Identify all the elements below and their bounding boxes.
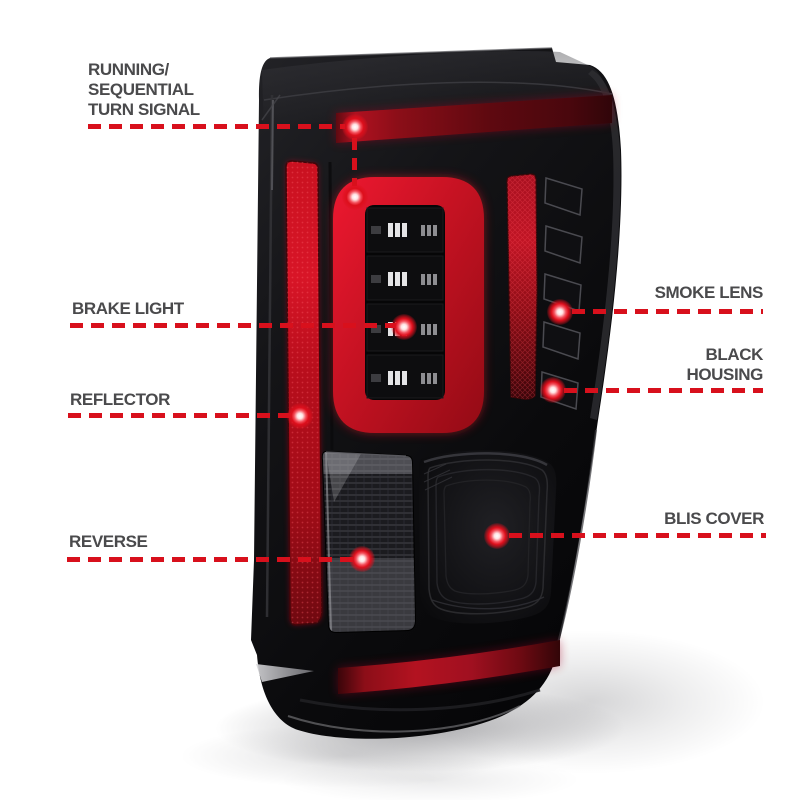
- inner-right-reflector: [506, 173, 538, 400]
- callout-dot-reflector: [287, 403, 313, 429]
- callout-dot-black-housing: [540, 377, 566, 403]
- side-reflector: [285, 160, 323, 626]
- callout-dot-brake-light: [391, 314, 417, 340]
- callout-label-line: RUNNING/: [88, 60, 169, 79]
- callout-label-reverse: REVERSE: [69, 532, 148, 551]
- callout-dot-smoke-lens: [547, 299, 573, 325]
- callout-label-brake-light: BRAKE LIGHT: [72, 299, 184, 318]
- callout-label-reflector: REFLECTOR: [70, 390, 170, 409]
- callout-leader-line: [572, 309, 763, 314]
- callout-label-line: SEQUENTIAL: [88, 80, 194, 99]
- callout-leader-line: [509, 533, 766, 538]
- bottom-light-bar: [338, 640, 560, 694]
- callout-dot-running-bar: [342, 114, 368, 140]
- callout-leader-line: [70, 323, 396, 328]
- led-panel: [365, 205, 445, 400]
- callout-dot-sequential-ring: [342, 184, 368, 210]
- callout-leader-line: [68, 413, 291, 418]
- callout-label-line: HOUSING: [686, 365, 763, 384]
- callout-label-line: TURN SIGNAL: [88, 100, 200, 119]
- callout-leader-line: [88, 124, 345, 129]
- callout-label-smoke-lens: SMOKE LENS: [654, 283, 764, 302]
- running-light-bar: [336, 95, 612, 143]
- callout-leader-line-vertical: [352, 138, 357, 186]
- callout-label-running-turn-signal: RUNNING/ SEQUENTIAL TURN SIGNAL: [88, 60, 200, 120]
- callout-leader-line: [67, 557, 353, 562]
- reverse-lens: [321, 450, 417, 634]
- callout-dot-blis-cover: [484, 523, 510, 549]
- callout-leader-line: [564, 388, 763, 393]
- bottom-trim: [256, 664, 541, 733]
- callout-label-black-housing: BLACK HOUSING: [686, 345, 763, 385]
- callout-label-line: BLACK: [705, 345, 764, 364]
- callout-label-blis-cover: BLIS COVER: [664, 509, 764, 528]
- callout-dot-reverse: [349, 546, 375, 572]
